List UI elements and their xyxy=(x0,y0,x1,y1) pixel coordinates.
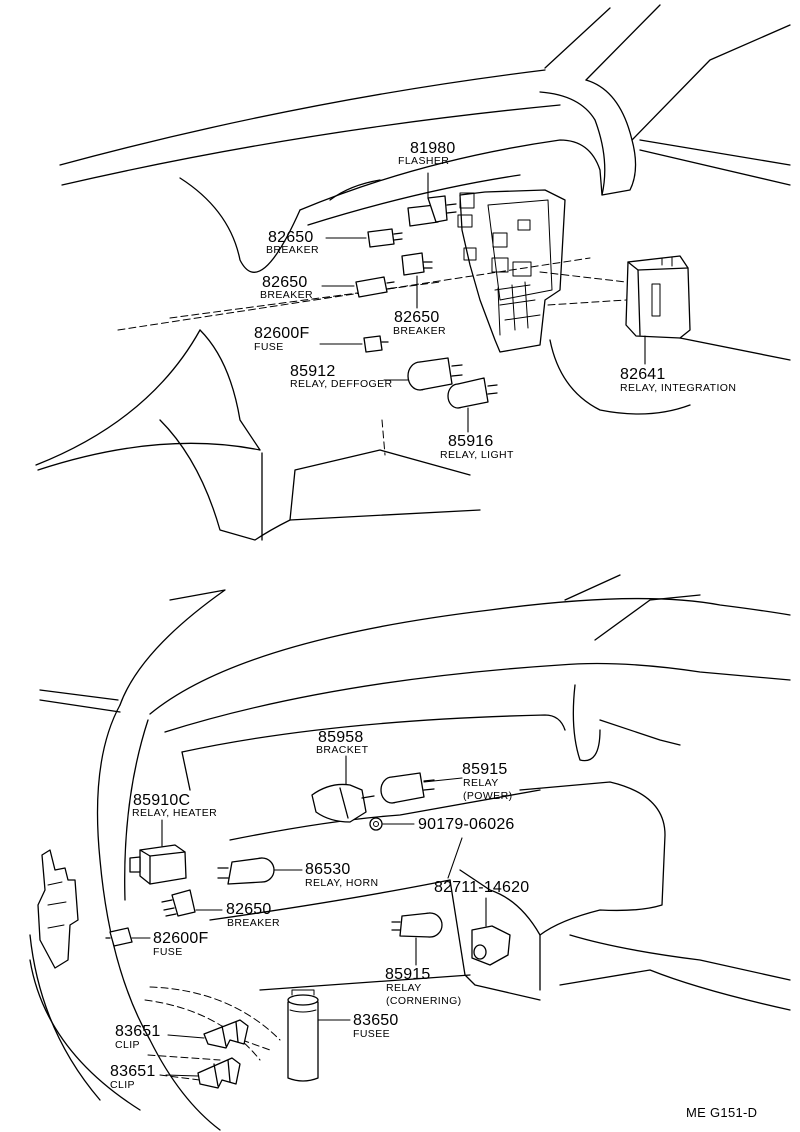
part-name-relay-cornering: RELAY xyxy=(386,982,422,994)
part-name-fusee: FUSEE xyxy=(353,1028,391,1040)
relay-85916-part xyxy=(447,377,498,433)
clip-83651-b-part xyxy=(165,1057,241,1089)
relay-85910c-part xyxy=(129,819,187,885)
part-name-breaker-b: BREAKER xyxy=(260,289,313,301)
breaker-82650-c-part xyxy=(401,252,433,309)
fuse-82600f-bottom-part xyxy=(105,927,151,947)
part-name-relay-horn: RELAY, HORN xyxy=(305,877,379,889)
part-name-relay-heater: RELAY, HEATER xyxy=(132,807,218,819)
part-name-relay-power-qualifier: (POWER) xyxy=(463,790,513,802)
part-number-82641: 82641 xyxy=(620,366,666,383)
part-number-82600f: 82600F xyxy=(254,325,310,342)
part-number-85958: 85958 xyxy=(318,729,364,746)
part-number-82650-a: 82650 xyxy=(268,229,314,246)
relay-85915-cornering-part xyxy=(391,912,443,966)
part-number-83651-a: 83651 xyxy=(115,1023,161,1040)
part-number-85910c: 85910C xyxy=(133,792,191,809)
part-number-82650-bottom: 82650 xyxy=(226,901,272,918)
part-name-fuse-bottom: FUSE xyxy=(153,946,183,958)
part-name-breaker-a: BREAKER xyxy=(266,244,319,256)
part-number-82711-14620: 82711-14620 xyxy=(434,879,530,896)
part-name-bracket: BRACKET xyxy=(316,744,369,756)
part-number-82650-b: 82650 xyxy=(262,274,308,291)
breaker-82650-a-part xyxy=(325,228,403,248)
part-name-breaker-bottom: BREAKER xyxy=(227,917,280,929)
diagram-code: ME G151-D xyxy=(686,1105,758,1120)
part-number-81980: 81980 xyxy=(410,140,456,157)
part-name-flasher: FLASHER xyxy=(398,155,450,167)
part-name-fuse: FUSE xyxy=(254,341,284,353)
clip-83651-a-part xyxy=(167,1019,249,1049)
part-name-relay-light: RELAY, LIGHT xyxy=(440,449,514,461)
part-number-85916: 85916 xyxy=(448,433,494,450)
relay-86530-part xyxy=(217,857,303,885)
part-number-82600f-bottom: 82600F xyxy=(153,930,209,947)
relay-85915-power-part xyxy=(380,772,463,804)
relay-82641-part xyxy=(539,255,691,365)
screw-90179-06026-part xyxy=(369,817,415,831)
flasher-81980-part xyxy=(407,172,457,227)
part-name-clip-a: CLIP xyxy=(115,1039,140,1051)
part-name-relay-deffoger: RELAY, DEFFOGER xyxy=(290,378,393,390)
part-number-83651-b: 83651 xyxy=(110,1063,156,1080)
part-number-90179-06026: 90179-06026 xyxy=(418,816,515,833)
part-name-relay-cornering-qualifier: (CORNERING) xyxy=(386,995,462,1007)
part-number-83650: 83650 xyxy=(353,1012,399,1029)
bottom-dashboard-outline xyxy=(29,574,791,1131)
relay-85912-part xyxy=(383,357,463,391)
part-number-85912: 85912 xyxy=(290,363,336,380)
part-number-86530: 86530 xyxy=(305,861,351,878)
breaker-82650-b-part xyxy=(321,276,395,298)
top-dashboard-outline xyxy=(35,4,791,541)
part-name-clip-b: CLIP xyxy=(110,1079,135,1091)
breaker-82650-bottom-part xyxy=(161,889,223,917)
fusee-83650-part xyxy=(287,989,351,1082)
part-name-relay-power: RELAY xyxy=(463,777,499,789)
bracket-82711-14620-part xyxy=(447,837,511,966)
bracket-85958-part xyxy=(311,755,375,823)
part-number-82650-c: 82650 xyxy=(394,309,440,326)
fuse-82600f-part xyxy=(319,335,389,353)
part-number-85915-cornering: 85915 xyxy=(385,966,431,983)
part-name-relay-integration: RELAY, INTEGRATION xyxy=(620,382,737,394)
part-number-85915-power: 85915 xyxy=(462,761,508,778)
part-name-breaker-c: BREAKER xyxy=(393,325,446,337)
